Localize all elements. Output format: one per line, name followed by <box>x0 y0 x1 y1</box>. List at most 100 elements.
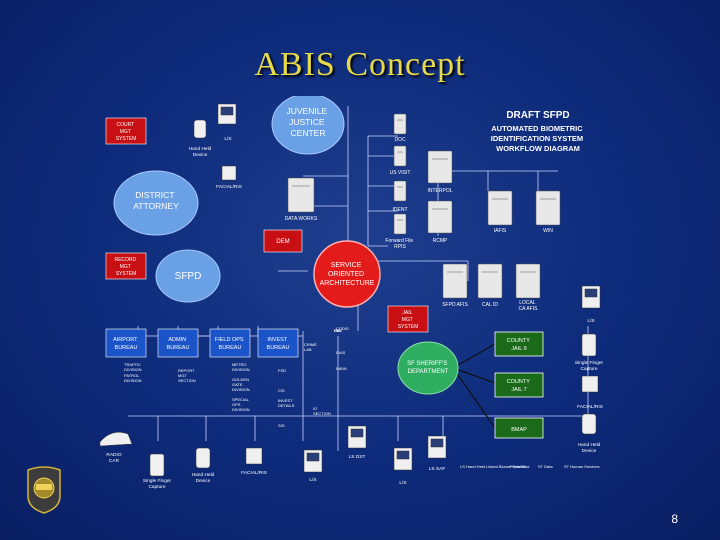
workflow-diagram: JUVENILE JUSTICE CENTER DISTRICT ATTORNE… <box>99 96 604 490</box>
facialris-bottom-label: FACIAL/RIS <box>241 470 267 476</box>
ls-bottom2-label: L/S <box>399 480 406 486</box>
sfpd-afis-server-icon <box>442 263 468 299</box>
facialris-right-icon <box>581 375 599 393</box>
rcmp-label: RCMP <box>433 238 448 244</box>
livescan-top-icon <box>217 103 237 125</box>
rcmp-server-icon <box>427 200 453 234</box>
county-jail-7-box: COUNTY JAIL 7 <box>494 372 544 398</box>
field-ops-bureau-box: FIELD OPS BUREAU <box>209 328 251 358</box>
livescan-bottom2-icon <box>393 447 413 471</box>
lsdst-label: LS DST <box>349 454 366 460</box>
svg-text:AUTOMATED BIOMETRIC IDEN: AUTOMATED BIOMETRIC IDENTIFICATION SYSTE… <box>491 124 585 153</box>
ls-right-label: L/S <box>587 318 594 324</box>
page-title: ABIS Concept <box>254 46 466 83</box>
sheriff-cloud: SF SHERIFF'S DEPARTMENT <box>397 341 459 395</box>
jail-mgt-box: JAIL MGT SYSTEM <box>387 305 429 333</box>
sfpd-badge-logo <box>27 466 61 514</box>
sfpd-afis-label: SFPD AFIS <box>442 302 468 308</box>
court-mgt-box: COURT MGT SYSTEM <box>105 117 147 145</box>
svg-text:AIRPORT BUREAU: AIRPORT BUREAU <box>113 337 139 351</box>
single-finger-right-icon <box>581 333 597 357</box>
forward-file-server-icon <box>393 213 407 235</box>
record-mgt-box: RECORD MGT SYSTEM <box>105 252 147 280</box>
soa-circle: SERVICE ORIENTED ARCHITECTURE <box>313 240 381 308</box>
svg-text:INVEST BUREAU: INVEST BUREAU <box>267 337 290 351</box>
bottom-cols-label: LS Hand HeldLinked Biomet ControlPrints … <box>460 464 600 469</box>
facialris-right-label: FACIAL/RIS <box>577 404 603 410</box>
svg-text:COURT MGT SYSTEM: COURT MGT SYSTEM <box>116 122 137 142</box>
ident-server-icon <box>393 180 407 202</box>
svg-text:FIELD OPS BUREAU: FIELD OPS BUREAU <box>215 337 245 351</box>
livescan-dst-icon <box>347 425 367 449</box>
facialris-top-icon <box>221 165 237 181</box>
livescan-bottom1-icon <box>303 449 323 473</box>
svg-text:BMAP: BMAP <box>511 427 527 433</box>
svg-text:SERVICE ORIENTED A: SERVICE ORIENTED ARCHITECTURE <box>320 262 375 287</box>
calid-server-icon <box>477 263 503 299</box>
iafis-label: IAFIS <box>494 228 507 234</box>
win-server-icon <box>535 190 561 226</box>
handheld-right-icon <box>581 413 597 435</box>
svg-text:JAIL MGT SYSTEM: JAIL MGT SYSTEM <box>398 310 419 330</box>
svg-text:COUNTY JAIL 7: COUNTY JAIL 7 <box>507 379 532 393</box>
usvisit-label: US VISIT <box>390 170 411 176</box>
forward-file-label: Forward File RPIS <box>385 238 414 250</box>
juvenile-justice-cloud: JUVENILE JUSTICE CENTER <box>271 96 345 155</box>
interpol-label: INTERPOL <box>427 188 452 194</box>
admin-bureau-box: ADMIN BUREAU <box>157 328 199 358</box>
livescan-saf-icon <box>427 435 447 459</box>
lssaf-label: LS SAF <box>429 466 446 472</box>
ls-top-label: L/S <box>224 136 231 142</box>
airport-bureau-box: AIRPORT BUREAU <box>105 328 147 358</box>
svg-text:SF SHERIFF'S DEPARTMENT: SF SHERIFF'S DEPARTMENT <box>407 361 449 375</box>
usvisit-server-icon <box>393 145 407 167</box>
dem-box: DEM <box>263 229 303 253</box>
win-label: WIN <box>543 228 553 234</box>
svg-text:DRAFT SFPD: DRAFT SFPD <box>506 110 569 121</box>
dataworks-label: DATA WORKS <box>285 216 318 222</box>
svg-text:COUNTY JAIL 9: COUNTY JAIL 9 <box>507 338 532 352</box>
ls-bottom1-label: L/S <box>309 477 316 483</box>
facialris-bottom-icon <box>245 447 263 465</box>
doc-label: DOC <box>394 137 406 143</box>
invest-bureau-box: INVEST BUREAU <box>257 328 299 358</box>
ident-label: IDENT <box>393 207 408 213</box>
dataworks-server-icon <box>287 177 315 213</box>
svg-text:DEM: DEM <box>276 239 289 245</box>
black-connector-lines <box>452 343 496 429</box>
local-afis-label: LOCAL CA AFIS <box>519 300 539 312</box>
svg-text:DISTRICT ATTORNEY: DISTRICT ATTORNEY <box>133 190 179 211</box>
local-afis-server-icon <box>515 263 541 299</box>
svg-text:JUVENILE JUSTICE C: JUVENILE JUSTICE CENTER <box>287 106 330 138</box>
interpol-server-icon <box>427 150 453 184</box>
livescan-right-icon <box>581 285 601 309</box>
sfpd-cloud: SFPD <box>155 249 221 303</box>
left-col-label: FSDOISCIS <box>334 328 342 333</box>
facialris-top-label: FACIAL/RIS <box>216 184 242 190</box>
county-jail-9-box: COUNTY JAIL 9 <box>494 331 544 357</box>
calid-label: CAL ID <box>482 302 498 308</box>
svg-text:SFPD: SFPD <box>175 271 202 282</box>
bmap-box: BMAP <box>494 417 544 439</box>
svg-text:ADMIN BUREAU: ADMIN BUREAU <box>167 337 190 351</box>
iafis-server-icon <box>487 190 513 226</box>
single-finger-bottom-icon <box>149 453 165 477</box>
svg-text:RECORD MGT SYSTEM: RECORD MGT SYSTEM <box>114 257 137 277</box>
handheld-bottom-icon <box>195 447 211 469</box>
handheld-top-icon <box>193 119 207 139</box>
district-attorney-cloud: DISTRICT ATTORNEY <box>113 170 199 236</box>
radio-car-icon <box>99 432 133 447</box>
page-number: 8 <box>671 512 678 526</box>
